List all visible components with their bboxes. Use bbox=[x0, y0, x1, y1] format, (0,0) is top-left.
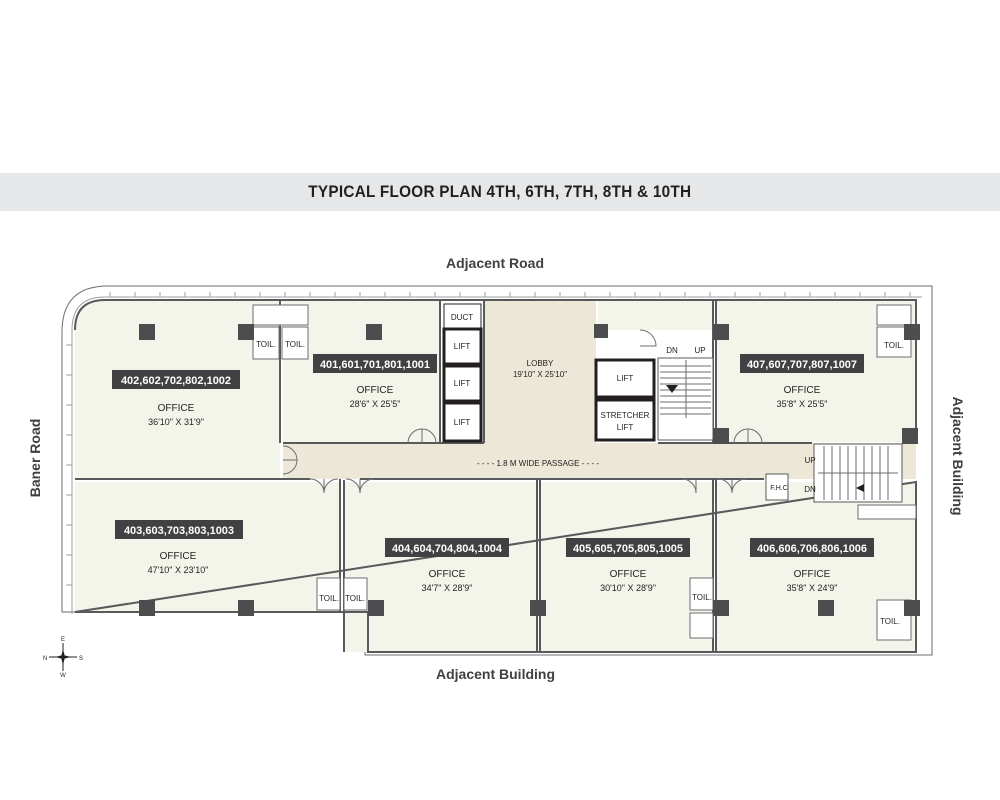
unit-numbers: 404,604,704,804,1004 bbox=[392, 543, 503, 555]
stretcher-lift bbox=[594, 398, 656, 442]
road-label-top: Adjacent Road bbox=[446, 255, 545, 271]
office-size: 47'10" X 23'10" bbox=[148, 565, 209, 575]
shaft-top-left bbox=[252, 304, 309, 326]
office-type: OFFICE bbox=[158, 403, 195, 414]
stair-up-label: UP bbox=[694, 346, 705, 355]
lift-label: LIFT bbox=[454, 342, 471, 351]
lift-1 bbox=[442, 327, 483, 366]
staircase-2: UP DN F.H.C bbox=[765, 443, 903, 503]
stair-dn-label: DN bbox=[666, 346, 678, 355]
unit-label-bg bbox=[566, 538, 690, 557]
office-402: 402,602,702,802,1002 OFFICE 36'10" X 31'… bbox=[112, 370, 240, 427]
toilet-401 bbox=[281, 326, 309, 360]
office-type: OFFICE bbox=[794, 569, 831, 580]
stair-dn-label: DN bbox=[804, 485, 816, 494]
title-band: TYPICAL FLOOR PLAN 4TH, 6TH, 7TH, 8TH & … bbox=[0, 173, 1000, 211]
lift-label: LIFT bbox=[454, 379, 471, 388]
fhc-label: F.H.C bbox=[770, 485, 788, 492]
passage-area bbox=[283, 300, 916, 479]
unit-label-bg bbox=[112, 370, 240, 389]
compass-s: S bbox=[79, 656, 83, 662]
unit-label-bg bbox=[740, 354, 864, 373]
office-401: 401,601,701,801,1001 OFFICE 28'6" X 25'5… bbox=[313, 354, 437, 409]
stretcher-label-1: STRETCHER bbox=[601, 411, 650, 420]
office-size: 34'7" X 28'9" bbox=[422, 583, 473, 593]
office-type: OFFICE bbox=[429, 569, 466, 580]
compass-e: E bbox=[61, 637, 65, 643]
lift-label: LIFT bbox=[617, 374, 634, 383]
fhc-cabinet bbox=[765, 473, 789, 501]
plan-title: TYPICAL FLOOR PLAN 4TH, 6TH, 7TH, 8TH & … bbox=[308, 182, 692, 201]
shaft-406 bbox=[857, 504, 917, 520]
unit-numbers: 401,601,701,801,1001 bbox=[320, 359, 430, 371]
unit-label-bg bbox=[385, 538, 509, 557]
unit-numbers: 403,603,703,803,1003 bbox=[124, 525, 234, 537]
compass-w: W bbox=[60, 673, 66, 679]
lobby-size: 19'10" X 25'10" bbox=[513, 370, 567, 379]
unit-numbers: 406,606,706,806,1006 bbox=[757, 543, 867, 555]
staircase-1: DN UP bbox=[657, 346, 714, 441]
office-407: 407,607,707,807,1007 OFFICE 35'8" X 25'5… bbox=[740, 354, 864, 409]
lift-label: LIFT bbox=[454, 418, 471, 427]
office-405: 405,605,705,805,1005 OFFICE 30'10" X 28'… bbox=[566, 538, 690, 593]
toilet-label: TOIL. bbox=[884, 341, 904, 350]
toilet-405 bbox=[689, 577, 714, 611]
unit-numbers: 407,607,707,807,1007 bbox=[747, 359, 857, 371]
toilet-403a bbox=[316, 577, 341, 611]
toilet-label: TOIL. bbox=[319, 594, 339, 603]
passage-label: - - - - 1.8 M WIDE PASSAGE - - - - bbox=[477, 459, 599, 468]
unit-label-bg bbox=[313, 354, 437, 373]
core: DUCT LIFT LIFT LIFT LIFT STRETCHER LIFT bbox=[442, 303, 656, 443]
unit-label-bg bbox=[115, 520, 243, 539]
stretcher-label-2: LIFT bbox=[617, 423, 634, 432]
site-boundary bbox=[61, 285, 933, 656]
toilet-403b bbox=[343, 577, 368, 611]
compass-n: N bbox=[43, 656, 47, 662]
duct-label: DUCT bbox=[451, 313, 473, 322]
office-size: 35'8" X 25'5" bbox=[777, 399, 828, 409]
shaft-405 bbox=[689, 612, 714, 639]
office-size: 30'10" X 28'9" bbox=[600, 583, 656, 593]
room-405 bbox=[540, 482, 713, 652]
lift-2 bbox=[442, 364, 483, 403]
lobby-label: LOBBY bbox=[527, 359, 554, 368]
toilets bbox=[252, 304, 917, 641]
compass-icon: N S E W bbox=[43, 637, 83, 679]
office-406: 406,606,706,806,1006 OFFICE 35'8" X 24'9… bbox=[750, 538, 874, 593]
unit-label-bg bbox=[750, 538, 874, 557]
toilet-402 bbox=[252, 326, 280, 360]
unit-numbers: 405,605,705,805,1005 bbox=[573, 543, 683, 555]
office-size: 28'6" X 25'5" bbox=[350, 399, 401, 409]
office-404: 404,604,704,804,1004 OFFICE 34'7" X 28'9… bbox=[385, 538, 509, 593]
office-type: OFFICE bbox=[160, 551, 197, 562]
office-size: 35'8" X 24'9" bbox=[787, 583, 838, 593]
passage bbox=[283, 443, 916, 479]
toilet-label: TOIL. bbox=[345, 594, 365, 603]
toilet-label: TOIL. bbox=[692, 593, 712, 602]
columns bbox=[139, 324, 920, 616]
toilet-label: TOIL. bbox=[880, 617, 900, 626]
room-403 bbox=[75, 482, 340, 612]
office-size: 36'10" X 31'9" bbox=[148, 417, 204, 427]
road-label-bottom: Adjacent Building bbox=[436, 666, 555, 682]
balcony-line bbox=[71, 296, 922, 614]
unit-numbers: 402,602,702,802,1002 bbox=[121, 375, 231, 387]
shaft-top-right bbox=[876, 304, 912, 326]
toilet-label: TOIL. bbox=[285, 340, 305, 349]
room-404 bbox=[344, 482, 537, 652]
office-type: OFFICE bbox=[357, 385, 394, 396]
office-type: OFFICE bbox=[610, 569, 647, 580]
lobby bbox=[484, 300, 596, 445]
core-upper-area bbox=[598, 300, 713, 330]
window-ticks bbox=[66, 292, 911, 586]
office-type: OFFICE bbox=[784, 385, 821, 396]
duct bbox=[443, 303, 482, 329]
office-403: 403,603,703,803,1003 OFFICE 47'10" X 23'… bbox=[115, 520, 243, 575]
toilet-label: TOIL. bbox=[256, 340, 276, 349]
lift-4 bbox=[594, 358, 656, 399]
lift-3 bbox=[442, 401, 483, 443]
doors bbox=[282, 329, 763, 494]
stair-up-label: UP bbox=[804, 456, 815, 465]
